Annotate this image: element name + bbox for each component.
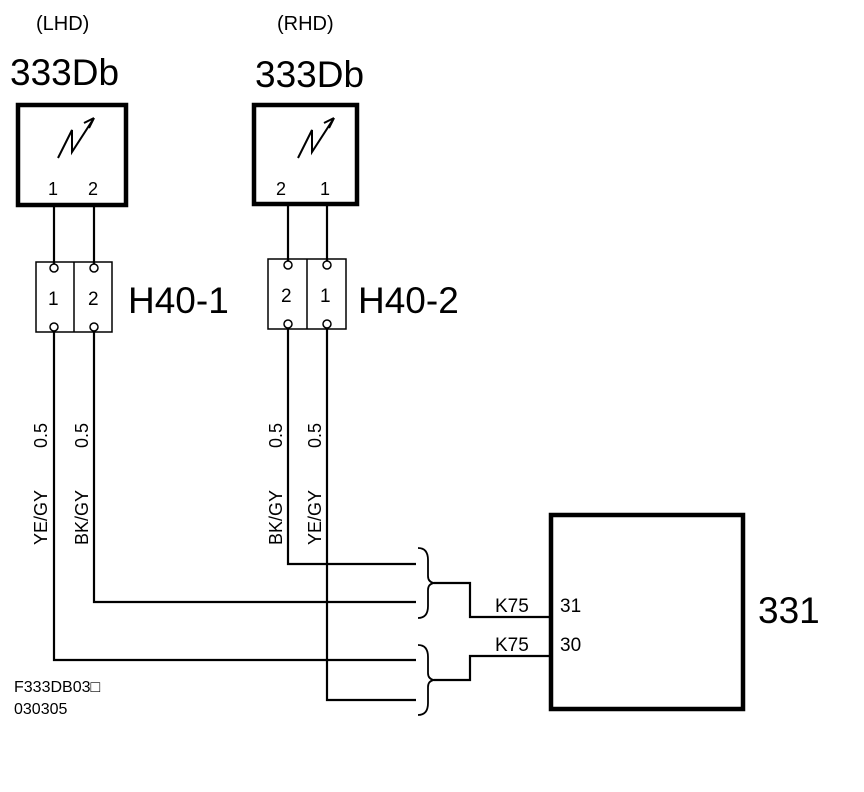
wire-to-pin-30 bbox=[434, 654, 555, 682]
wire-lhd-pin1-color: YE/GY bbox=[31, 490, 51, 545]
wire-rhd-pin2-size: 0.5 bbox=[266, 423, 286, 448]
wire-lhd-ye-gy bbox=[52, 331, 416, 662]
control-unit-connector-label: K75 bbox=[495, 635, 529, 656]
control-unit-box bbox=[548, 512, 746, 712]
wire-rhd-pin2-color: BK/GY bbox=[266, 490, 286, 545]
rhd-sensor-symbol-icon bbox=[297, 117, 335, 159]
wire-group-brace-lower bbox=[417, 644, 555, 716]
connector-h40-1: 1 2 bbox=[35, 261, 113, 333]
date-code: 030305 bbox=[14, 701, 67, 718]
control-unit-331: K75 31 K75 30 bbox=[495, 512, 746, 712]
lhd-sensor-symbol-icon bbox=[57, 117, 95, 159]
wire-lhd-pin1-size: 0.5 bbox=[31, 423, 51, 448]
lhd-sensor-pin-label: 1 bbox=[48, 179, 58, 199]
connector-h40-1-pin-label: 1 bbox=[48, 289, 59, 310]
wire-rhd-pin1-color: YE/GY bbox=[305, 490, 325, 545]
control-unit-connector-label: K75 bbox=[495, 596, 529, 617]
rhd-sensor-pin-label: 1 bbox=[320, 179, 330, 199]
control-unit-pin-label: 30 bbox=[560, 635, 581, 656]
wire-rhd-ye-gy bbox=[325, 328, 416, 702]
connector-h40-1-pin-label: 2 bbox=[88, 289, 99, 310]
lhd-sensor-333db: 1 2 bbox=[15, 102, 129, 208]
control-unit-name: 331 bbox=[758, 590, 820, 631]
wire-rhd-pin1-size: 0.5 bbox=[305, 423, 325, 448]
wire-to-pin-31 bbox=[434, 581, 555, 619]
connector-h40-2: 2 1 bbox=[267, 258, 347, 330]
wire-lhd-pin2-size: 0.5 bbox=[72, 423, 92, 448]
rhd-variant-label: (RHD) bbox=[277, 13, 334, 35]
connector-h40-1-name: H40-1 bbox=[128, 280, 229, 321]
wire-lhd-pin2-color: BK/GY bbox=[72, 490, 92, 545]
control-unit-pin-label: 31 bbox=[560, 596, 581, 617]
connector-h40-2-name: H40-2 bbox=[358, 280, 459, 321]
connector-h40-2-pin-label: 2 bbox=[281, 286, 292, 307]
wire-group-brace-upper bbox=[417, 547, 555, 619]
rhd-sensor-333db: 2 1 bbox=[251, 102, 360, 207]
wire-lhd-bk-gy bbox=[92, 331, 416, 604]
lhd-sensor-pin-label: 2 bbox=[88, 179, 98, 199]
wire-rhd-bk-gy bbox=[286, 328, 416, 566]
lhd-sensor-box bbox=[15, 102, 129, 208]
lhd-component-name: 333Db bbox=[10, 52, 119, 93]
connector-h40-2-pin-label: 1 bbox=[320, 286, 331, 307]
figure-id: F333DB03□ bbox=[14, 679, 100, 696]
rhd-sensor-pin-label: 2 bbox=[276, 179, 286, 199]
lhd-variant-label: (LHD) bbox=[36, 13, 89, 35]
rhd-component-name: 333Db bbox=[255, 54, 364, 95]
rhd-sensor-box bbox=[251, 102, 360, 207]
